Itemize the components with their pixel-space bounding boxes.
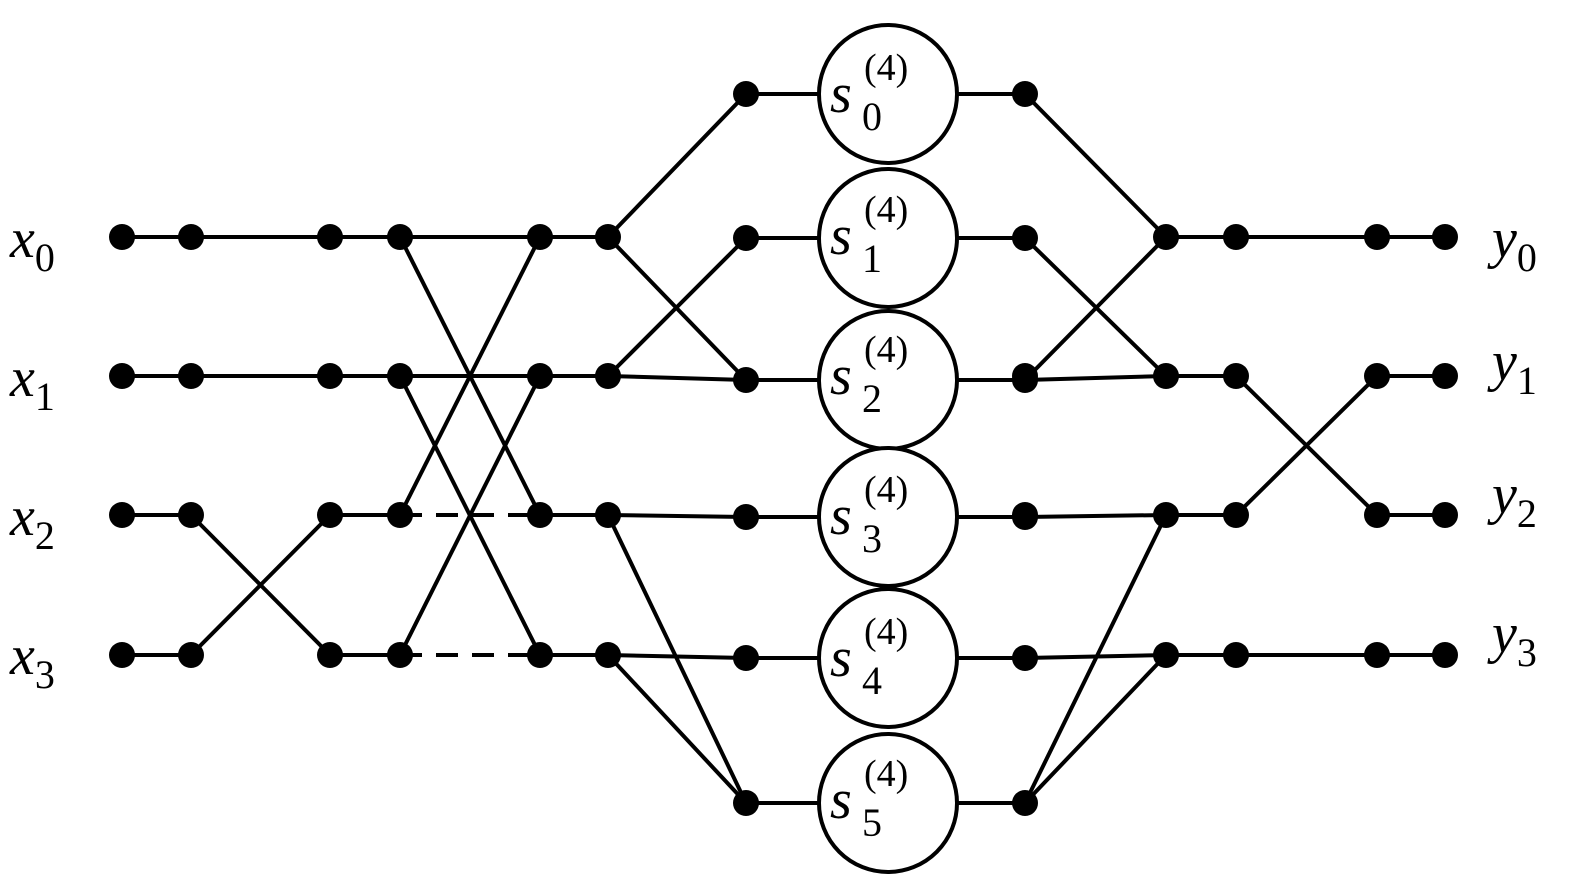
fan-1-to-s2 — [607, 374, 747, 382]
network-nodes — [109, 81, 1458, 816]
switch-circle-s5 — [817, 732, 959, 874]
node-row1-9 — [1364, 363, 1390, 389]
fanin-s2-to-1 — [1024, 374, 1167, 382]
node-row0-8 — [1364, 224, 1390, 250]
fanin-s1-to-1 — [1023, 236, 1168, 378]
node-switch-in-1 — [733, 225, 759, 251]
fanin-s5-to-3 — [1023, 653, 1168, 805]
node-row2-8 — [1223, 502, 1249, 528]
node-row2-5 — [595, 502, 621, 528]
node-switch-out-0 — [1012, 81, 1038, 107]
node-switch-in-0 — [733, 81, 759, 107]
node-row0-5 — [595, 224, 621, 250]
fan-3-to-s5 — [606, 653, 748, 805]
input-label-x1: x1 — [9, 347, 55, 419]
switch-circles — [817, 23, 959, 874]
node-switch-out-3 — [1012, 504, 1038, 530]
switch-label-s0: s(4)0 — [830, 47, 908, 139]
fanin-s3-to-2 — [1024, 513, 1167, 519]
cross-a-3-to-2 — [189, 513, 332, 657]
node-row0-7 — [1223, 224, 1249, 250]
node-row0-4 — [527, 224, 553, 250]
node-switch-in-3 — [733, 504, 759, 530]
node-row0-0 — [109, 224, 135, 250]
node-row1-5 — [595, 363, 621, 389]
output-label-y2: y2 — [1487, 464, 1537, 536]
switch-circle-s3 — [817, 446, 959, 588]
node-row3-1 — [178, 642, 204, 668]
switch-label-s5: s(4)5 — [830, 753, 908, 845]
fan-3-to-s4 — [607, 653, 747, 660]
node-row3-7 — [1223, 642, 1249, 668]
switch-circle-s0 — [817, 23, 959, 165]
node-row3-8 — [1364, 642, 1390, 668]
fan-2-to-s3 — [607, 513, 747, 519]
cross-b-2-to-0 — [398, 236, 542, 516]
input-label-x3: x3 — [9, 625, 55, 697]
node-row3-2 — [317, 642, 343, 668]
node-row2-7 — [1153, 502, 1179, 528]
output-label-y3: y3 — [1487, 603, 1537, 675]
switch-label-s4: s(4)4 — [830, 611, 908, 703]
node-row0-6 — [1153, 224, 1179, 250]
node-row2-0 — [109, 502, 135, 528]
node-switch-out-4 — [1012, 645, 1038, 671]
node-switch-in-4 — [733, 645, 759, 671]
output-label-y0: y0 — [1487, 208, 1537, 280]
node-row3-6 — [1153, 642, 1179, 668]
node-row3-4 — [527, 642, 553, 668]
node-switch-in-5 — [733, 790, 759, 816]
switch-label-s1: s(4)1 — [830, 189, 908, 281]
switch-label-s3: s(4)3 — [830, 469, 908, 561]
switch-label-s2: s(4)2 — [830, 329, 908, 421]
input-label-x2: x2 — [9, 486, 55, 558]
node-row3-9 — [1432, 642, 1458, 668]
node-row2-10 — [1432, 502, 1458, 528]
node-row2-4 — [527, 502, 553, 528]
node-row1-3 — [387, 363, 413, 389]
node-row2-1 — [178, 502, 204, 528]
node-switch-out-1 — [1012, 225, 1038, 251]
node-row1-2 — [317, 363, 343, 389]
fanin-s0-to-0 — [1023, 92, 1168, 239]
fan-2-to-s5 — [606, 514, 748, 804]
fan-0-to-s0 — [606, 92, 748, 239]
node-row3-5 — [595, 642, 621, 668]
node-switch-in-2 — [733, 367, 759, 393]
node-row1-4 — [527, 363, 553, 389]
fanin-s5-to-2 — [1023, 514, 1168, 804]
fan-1-to-s1 — [606, 236, 748, 378]
input-label-x0: x0 — [9, 208, 55, 280]
cross-c-2-to-1 — [1234, 374, 1379, 517]
node-row2-9 — [1364, 502, 1390, 528]
node-switch-out-2 — [1012, 367, 1038, 393]
node-row1-1 — [178, 363, 204, 389]
switch-circle-s4 — [817, 587, 959, 729]
fanin-s4-to-3 — [1024, 653, 1167, 660]
node-row2-3 — [387, 502, 413, 528]
node-row3-3 — [387, 642, 413, 668]
node-row0-9 — [1432, 224, 1458, 250]
network-edges — [122, 92, 1445, 805]
node-row0-2 — [317, 224, 343, 250]
cross-b-3-to-1 — [398, 375, 542, 656]
node-row0-1 — [178, 224, 204, 250]
node-row0-3 — [387, 224, 413, 250]
node-row1-8 — [1223, 363, 1249, 389]
node-row1-0 — [109, 363, 135, 389]
switch-circle-s1 — [817, 167, 959, 309]
node-row2-2 — [317, 502, 343, 528]
output-label-y1: y1 — [1487, 331, 1537, 403]
node-row3-0 — [109, 642, 135, 668]
node-switch-out-5 — [1012, 790, 1038, 816]
node-row1-7 — [1153, 363, 1179, 389]
node-row1-10 — [1432, 363, 1458, 389]
